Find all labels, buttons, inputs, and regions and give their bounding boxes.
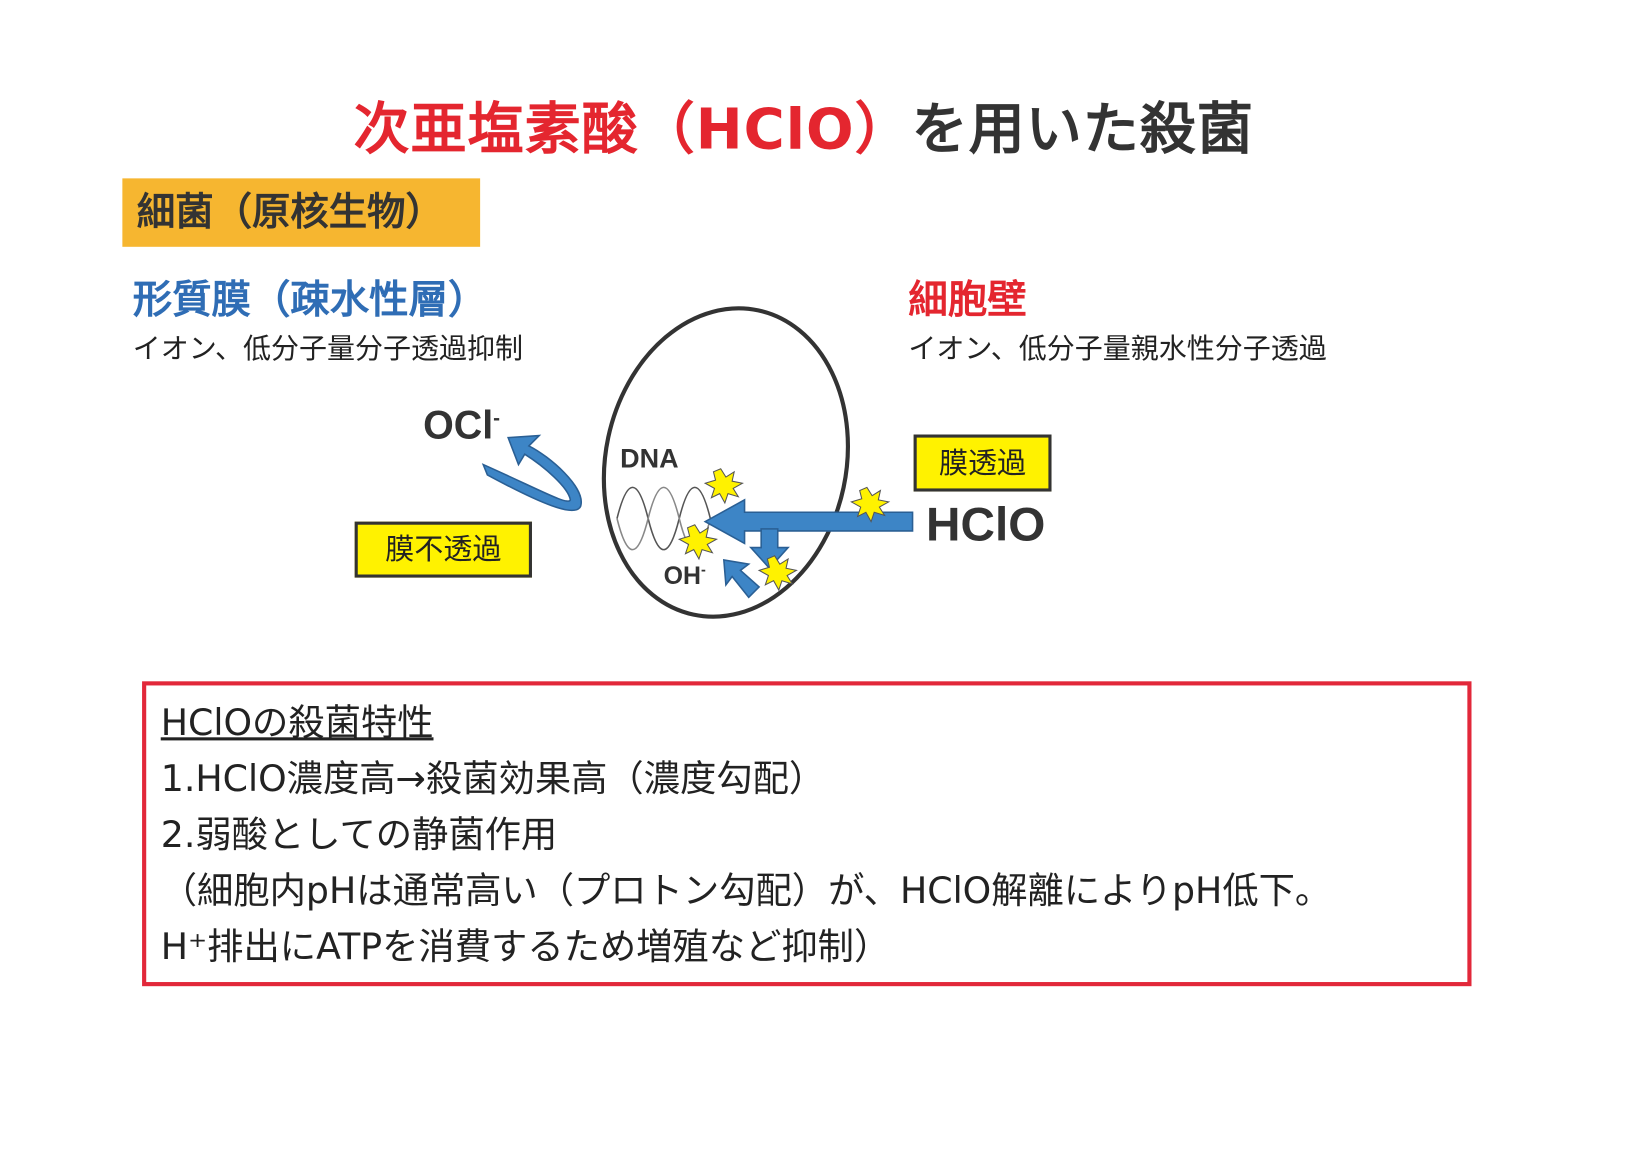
curved-arrow-ocl xyxy=(481,434,582,512)
wall-heading: 細胞壁 xyxy=(908,276,1027,323)
oh-text: OH xyxy=(663,562,702,591)
cell-membrane xyxy=(601,306,851,619)
ocl-label: OCl- xyxy=(423,404,500,449)
characteristic-line: （細胞内pHは通常高い（プロトン勾配）が、HClO解離によりpH低下。 xyxy=(160,871,1332,913)
oh-label: OH- xyxy=(664,561,706,591)
ocl-text: OCl xyxy=(423,404,494,448)
cell-diagram xyxy=(481,306,914,619)
down-arrow xyxy=(749,528,790,570)
characteristic-line: H⁺排出にATPを消費するため増殖など抑制） xyxy=(160,927,891,969)
characteristic-line: 2.弱酸としての静菌作用 xyxy=(160,815,558,857)
slide-title: 次亜塩素酸（HClO）を用いた殺菌 xyxy=(0,83,1607,165)
wall-desc: イオン、低分子量親水性分子透過 xyxy=(908,332,1327,366)
dna-label: DNA xyxy=(620,442,679,474)
title-black: を用いた殺菌 xyxy=(911,96,1254,162)
permeable-label: 膜透過 xyxy=(913,434,1052,492)
membrane-desc: イオン、低分子量分子透過抑制 xyxy=(132,332,524,366)
spark-icon xyxy=(703,468,744,505)
oh-charge: - xyxy=(701,561,706,578)
title-red: 次亜塩素酸（HClO） xyxy=(353,96,912,162)
category-label: 細菌（原核生物） xyxy=(122,178,481,247)
ocl-charge: - xyxy=(493,406,501,430)
spark-icon xyxy=(677,524,719,561)
impermeable-label: 膜不透過 xyxy=(354,521,532,578)
spark-icon xyxy=(757,555,798,592)
spark-icons xyxy=(677,468,891,592)
spark-icon xyxy=(850,486,891,523)
characteristic-line: 1.HClO濃度高→殺菌効果高（濃度勾配） xyxy=(160,759,826,801)
characteristics-box: HClOの殺菌特性 1.HClO濃度高→殺菌効果高（濃度勾配） 2.弱酸としての… xyxy=(142,681,1472,987)
hclo-label: HClO xyxy=(926,496,1046,551)
hclo-arrow xyxy=(703,498,914,545)
membrane-heading: 形質膜（疎水性層） xyxy=(132,276,488,323)
oh-arrow xyxy=(722,559,761,599)
characteristics-heading: HClOの殺菌特性 xyxy=(160,703,434,745)
